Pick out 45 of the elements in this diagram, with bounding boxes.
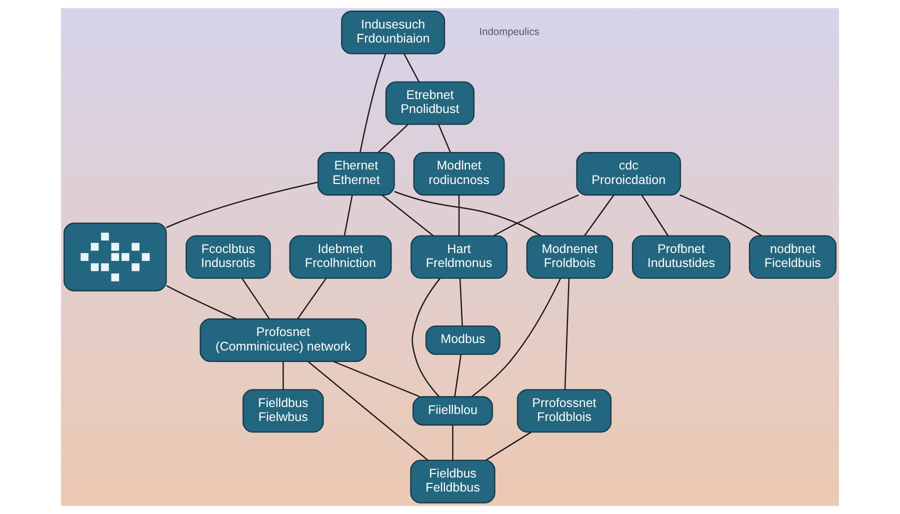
node-box: Fiiellblou (412, 396, 493, 426)
connector (584, 194, 614, 236)
connector (333, 360, 420, 398)
node-box: Modlnet rodiucnoss (413, 152, 505, 196)
node-box: Hart Freldmonus (410, 235, 508, 279)
node-box: Idebmet Frcolhniction (289, 235, 392, 279)
node-box: Modnenet Froldbois (526, 235, 614, 279)
node-box: Fcoclbtus Indusrotis (186, 235, 271, 279)
connector (680, 194, 762, 236)
connector (282, 362, 284, 390)
connector (242, 278, 270, 320)
connector (438, 124, 451, 153)
connector (344, 195, 353, 236)
node-box: Modbus (425, 326, 500, 355)
connector (641, 194, 668, 236)
connector (378, 124, 408, 153)
node-box: Prrofossnet Froldblois (516, 389, 612, 433)
node-box: nodbnet Ficeldbuis (748, 235, 836, 279)
connector (166, 285, 237, 320)
node-box: cdc Proroicdation (576, 152, 681, 196)
connector (394, 190, 541, 236)
node-box: Etrebnet Pnolidbust (385, 81, 475, 125)
node-box: Profbnet Indutustides (632, 235, 730, 279)
connector (486, 432, 532, 461)
connector (493, 194, 579, 236)
label: Indompeulics (479, 27, 540, 38)
connector (471, 278, 562, 398)
connector (308, 361, 428, 461)
connector (564, 278, 570, 390)
node-box: Ehernet Ethernet (318, 152, 395, 196)
connector (360, 54, 386, 152)
node-box: Indusesuch Frdounbiaion (341, 10, 446, 54)
connector (412, 278, 440, 397)
connector (459, 278, 463, 326)
node-box: Fielldbus Fielwbus (242, 389, 324, 433)
connector (297, 278, 327, 320)
connector (382, 194, 434, 236)
connector (166, 182, 318, 228)
connector (458, 195, 460, 236)
node-box: Fieldbus Felldbbus (410, 460, 496, 504)
connector (404, 54, 420, 82)
connector (452, 425, 454, 460)
node-picture (64, 222, 167, 292)
connector (454, 354, 462, 397)
node-box: Profosnet (Comminicutec) network (200, 318, 367, 362)
